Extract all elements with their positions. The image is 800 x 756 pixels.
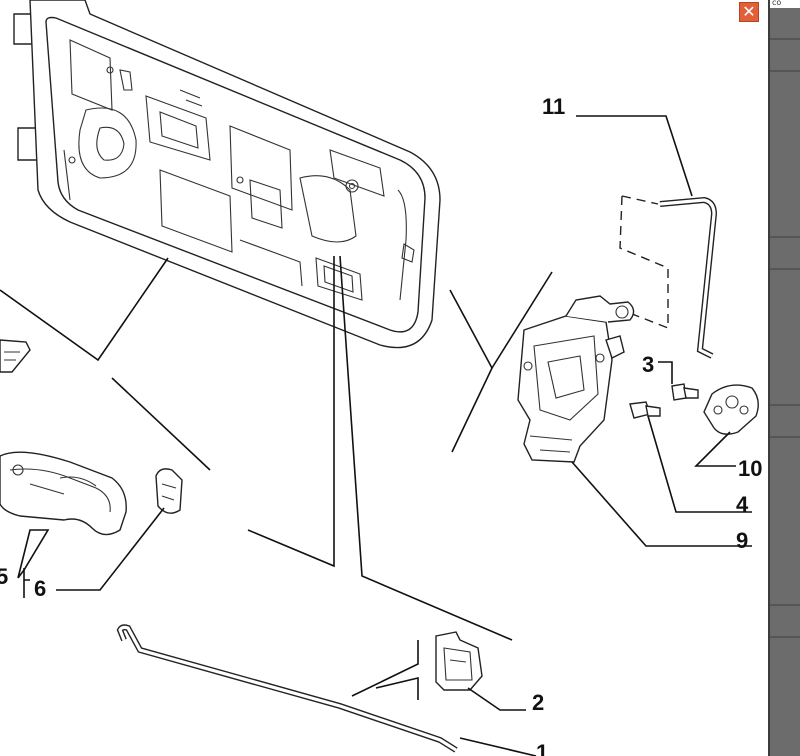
door-frame — [13, 0, 441, 349]
callout-leaders — [17, 115, 752, 756]
panel-divider — [770, 38, 800, 40]
lower-connecting-rod — [116, 624, 458, 753]
door-latch-part-9 — [517, 295, 635, 463]
screw-part-3 — [671, 383, 699, 401]
callout-1: 1 — [536, 740, 548, 756]
left-clip-part — [0, 339, 31, 373]
side-panel-tab[interactable]: co — [770, 0, 800, 8]
callout-11: 11 — [542, 94, 565, 119]
handle-clip-part-6 — [155, 468, 183, 514]
leader-lines-door — [0, 255, 553, 641]
rod-clip-part-2 — [435, 631, 483, 691]
callout-6: 6 — [34, 576, 46, 601]
panel-divider — [770, 236, 800, 238]
callout-5: 5 — [0, 564, 8, 589]
callout-2: 2 — [532, 690, 544, 715]
close-icon[interactable]: ✕ — [739, 2, 759, 22]
side-panel: co — [768, 0, 800, 756]
callout-9: 9 — [736, 528, 748, 553]
panel-divider — [770, 268, 800, 270]
inner-door-handle — [0, 451, 127, 536]
panel-divider — [770, 404, 800, 406]
lock-rod-part-11 — [619, 195, 718, 359]
panel-divider — [770, 636, 800, 638]
bolt-part-4 — [629, 401, 661, 419]
panel-divider — [770, 70, 800, 72]
panel-divider — [770, 604, 800, 606]
callout-4: 4 — [736, 492, 749, 517]
callout-3: 3 — [642, 352, 654, 377]
side-panel-tab-label: co — [772, 0, 782, 7]
panel-divider — [770, 436, 800, 438]
striker-plate-part-10 — [703, 384, 759, 435]
callout-10: 10 — [738, 456, 762, 481]
